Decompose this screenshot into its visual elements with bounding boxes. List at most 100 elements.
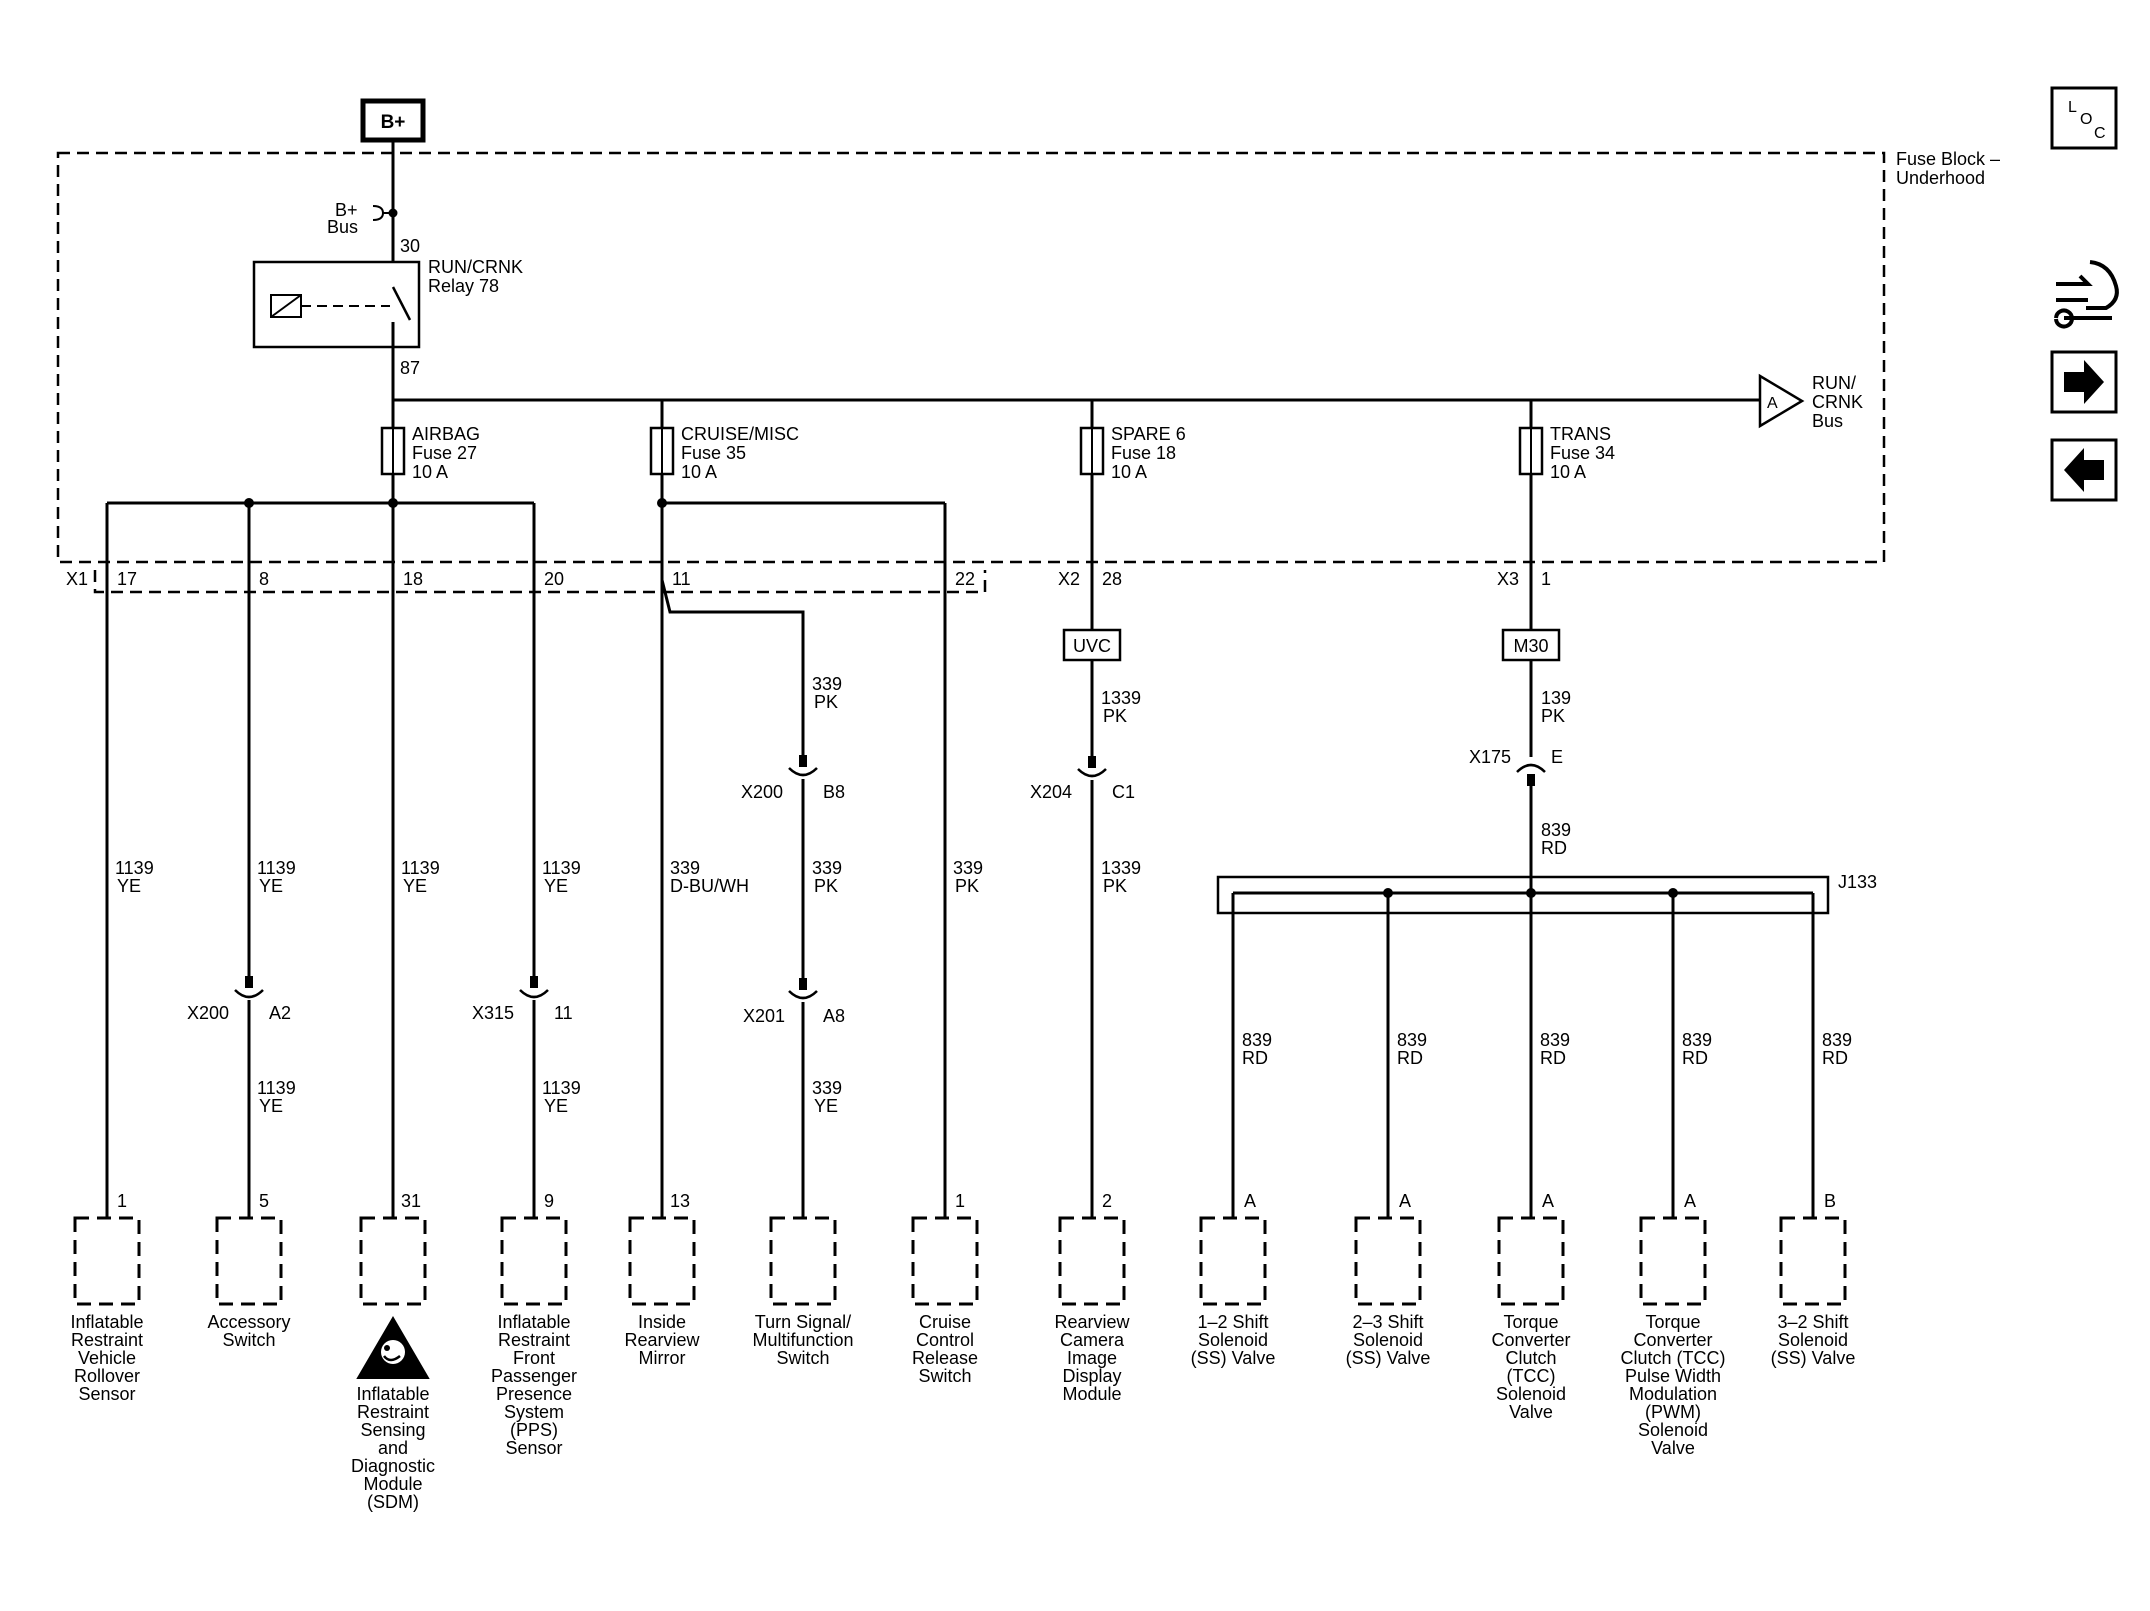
location-icon-letter: C — [2094, 125, 2106, 142]
wire-labels: 1139 YE 1139 YE 1139 YE 1139 YE 1139 YE … — [115, 674, 1852, 1116]
component-name-line: Torque — [1503, 1312, 1558, 1332]
fuse-name: AIRBAG — [412, 424, 480, 444]
x1-connector-outline — [93, 570, 987, 594]
rollover-sensor-body — [73, 1216, 141, 1306]
uvc-splice-pack — [1062, 628, 1122, 662]
pps-sensor-name: Inflatable Restraint Front Passenger Pre… — [491, 1312, 577, 1458]
component-name-line: Rearview — [624, 1330, 700, 1350]
connector-info-button[interactable] — [2054, 260, 2119, 329]
component-name-line: Solenoid — [1638, 1420, 1708, 1440]
x1-pin-label: 18 — [403, 569, 423, 589]
relay-switch-contact — [391, 286, 412, 321]
component-name-line: Inflatable — [70, 1312, 143, 1332]
tcc-pwm-name: Torque Converter Clutch (TCC) Pulse Widt… — [1620, 1312, 1725, 1458]
rollover-sensor-name: Inflatable Restraint Vehicle Rollover Se… — [70, 1312, 143, 1404]
next-page-button[interactable] — [2050, 350, 2118, 414]
ss-23-name: 2–3 Shift Solenoid (SS) Valve — [1346, 1312, 1431, 1368]
fuse-number: Fuse 34 — [1550, 443, 1615, 463]
component-name-line: Inflatable — [497, 1312, 570, 1332]
run-crnk-bus-label: RUN/ — [1812, 373, 1856, 393]
wire-circuit: 839 — [1540, 1030, 1570, 1050]
wire-circuit: 339 — [812, 1078, 842, 1098]
component-name-line: Solenoid — [1198, 1330, 1268, 1350]
cruise-release-switch-name: Cruise Control Release Switch — [912, 1312, 978, 1386]
wire-color: YE — [544, 1096, 568, 1116]
wire-circuit: 839 — [1682, 1030, 1712, 1050]
previous-page-button[interactable] — [2050, 438, 2118, 502]
component-name-line: and — [378, 1438, 408, 1458]
component-name-line: Image — [1067, 1348, 1117, 1368]
component-name-line: Restraint — [498, 1330, 570, 1350]
wire-circuit: 139 — [1541, 688, 1571, 708]
inline-connector-pin: 11 — [554, 1003, 573, 1023]
x315-11-connector — [519, 976, 549, 999]
tcc-name: Torque Converter Clutch (TCC) Solenoid V… — [1491, 1312, 1570, 1422]
fuse-name: TRANS — [1550, 424, 1611, 444]
component-name-line: Accessory — [207, 1312, 290, 1332]
fuse-name: SPARE 6 — [1111, 424, 1186, 444]
ss-23-body — [1354, 1216, 1422, 1306]
inline-connector-pin: B8 — [823, 782, 845, 802]
camera-module-body — [1058, 1216, 1126, 1306]
ss-12-body — [1199, 1216, 1267, 1306]
ss-12-name: 1–2 Shift Solenoid (SS) Valve — [1191, 1312, 1276, 1368]
arrow-right-icon — [2064, 360, 2104, 404]
component-name-line: Sensor — [78, 1384, 135, 1404]
component-name-line: Release — [912, 1348, 978, 1368]
location-button[interactable]: L O C — [2050, 86, 2118, 150]
component-name-line: Valve — [1651, 1438, 1695, 1458]
component-pin: 31 — [401, 1191, 421, 1211]
wire-circuit: 839 — [1541, 820, 1571, 840]
component-name-line: Inside — [638, 1312, 686, 1332]
wrench-connector-icon — [2054, 260, 2119, 329]
cruise-splice — [657, 498, 667, 508]
relay-pin-label: 87 — [400, 358, 420, 378]
fuse-name: CRUISE/MISC — [681, 424, 799, 444]
run-crnk-bus-ref: A — [1767, 395, 1778, 412]
component-name-line: Clutch — [1505, 1348, 1556, 1368]
component-pin-labels: 1 5 31 9 13 1 2 A A A A B — [117, 1191, 1836, 1211]
component-name-line: Solenoid — [1353, 1330, 1423, 1350]
b-plus-bus-splice — [388, 208, 398, 218]
wire-circuit: 839 — [1242, 1030, 1272, 1050]
component-name-line: Camera — [1060, 1330, 1125, 1350]
m30-label: M30 — [1513, 636, 1548, 656]
x2-label: X2 — [1058, 569, 1080, 589]
wire-color: PK — [814, 876, 838, 896]
x204-c1-connector — [1077, 756, 1107, 778]
airbag-splice — [388, 498, 398, 508]
component-names: Inflatable Restraint Vehicle Rollover Se… — [70, 1312, 1855, 1512]
component-pin: 1 — [117, 1191, 127, 1211]
component-name-line: Rollover — [74, 1366, 140, 1386]
component-name-line: 2–3 Shift — [1352, 1312, 1423, 1332]
inline-connector-pin: C1 — [1112, 782, 1135, 802]
wire-circuit: 1339 — [1101, 688, 1141, 708]
accessory-switch-body — [215, 1216, 283, 1306]
component-name-line: Torque — [1645, 1312, 1700, 1332]
component-name-line: Switch — [776, 1348, 829, 1368]
x1-label: X1 — [66, 569, 88, 589]
component-pin: A — [1244, 1191, 1256, 1211]
component-name-line: Restraint — [357, 1402, 429, 1422]
component-pin: 9 — [544, 1191, 554, 1211]
b-plus-bus-label: B+ — [335, 200, 358, 220]
fuse-number: Fuse 18 — [1111, 443, 1176, 463]
component-name-line: (SS) Valve — [1191, 1348, 1276, 1368]
component-name-line: Solenoid — [1778, 1330, 1848, 1350]
location-icon-letter: O — [2080, 111, 2092, 128]
relay-coil-diagonal — [270, 294, 302, 318]
wire-circuit: 1139 — [542, 858, 581, 878]
turn-signal-switch-body — [769, 1216, 837, 1306]
component-name-line: Control — [916, 1330, 974, 1350]
component-name-line: Module — [1062, 1384, 1121, 1404]
turn-signal-switch-name: Turn Signal/ Multifunction Switch — [752, 1312, 853, 1368]
wire-color: PK — [1541, 706, 1565, 726]
relay-name: Relay 78 — [428, 276, 499, 296]
component-name-line: Diagnostic — [351, 1456, 435, 1476]
component-name-line: Pulse Width — [1625, 1366, 1721, 1386]
inline-connector-name: X315 — [472, 1003, 514, 1023]
inline-connector-pin: E — [1551, 747, 1563, 767]
wire-circuit: 1139 — [401, 858, 440, 878]
run-crnk-bus-reference — [1758, 373, 1805, 429]
component-name-line: Switch — [918, 1366, 971, 1386]
